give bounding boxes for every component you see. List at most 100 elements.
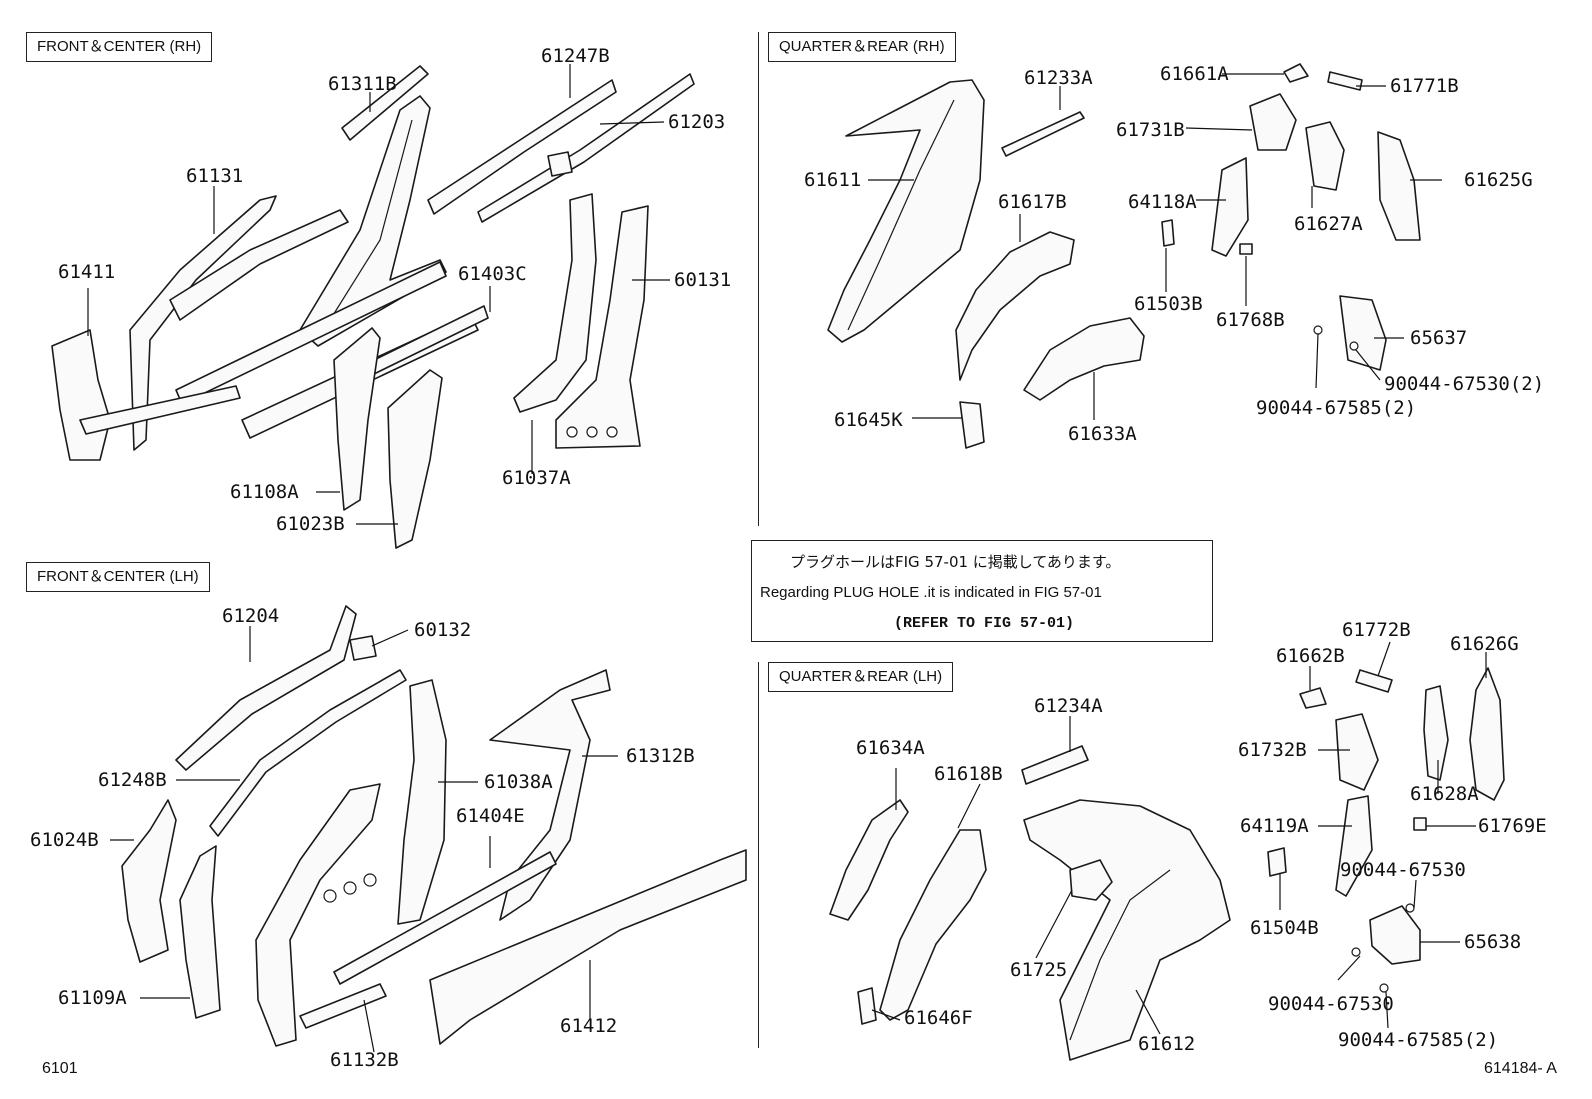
part-shape-61618B xyxy=(879,829,987,1021)
part-shape-61411 xyxy=(51,329,111,461)
part-shape-front-pillar-lh xyxy=(255,783,381,1047)
label-61131: 61131 xyxy=(186,165,243,187)
part-shape-64119A xyxy=(1335,795,1373,897)
part-shape-61645K xyxy=(959,401,985,449)
label-61771B: 61771B xyxy=(1390,75,1459,97)
part-shape-61311B xyxy=(341,65,429,141)
part-shape-61611 xyxy=(827,79,985,343)
label-90044-67530-lower: 90044-67530 xyxy=(1268,993,1394,1015)
label-61646F: 61646F xyxy=(904,1007,973,1029)
part-shape-61203 xyxy=(477,73,695,223)
part-shape-61731B xyxy=(1249,93,1297,151)
label-61626G: 61626G xyxy=(1450,633,1519,655)
part-shape-61132B xyxy=(299,983,387,1029)
label-65638: 65638 xyxy=(1464,931,1521,953)
part-shape-61403C-b xyxy=(369,305,489,375)
part-shape-61108A xyxy=(333,327,381,511)
label-61611: 61611 xyxy=(804,169,861,191)
divider-lower xyxy=(758,662,759,1048)
label-61772B: 61772B xyxy=(1342,619,1411,641)
part-shape-61412 xyxy=(429,849,747,1045)
label-90044-67530-upper: 90044-67530 xyxy=(1340,859,1466,881)
label-90044-67530-2: 90044-67530(2) xyxy=(1384,373,1544,395)
part-shape-61772B xyxy=(1355,669,1393,693)
front-center-rh-parts xyxy=(51,65,695,549)
label-61203: 61203 xyxy=(668,111,725,133)
label-61204: 61204 xyxy=(222,605,279,627)
part-labels: 61311B 61247B 61203 61131 61411 61403C 6… xyxy=(30,45,1547,1071)
label-60131: 60131 xyxy=(674,269,731,291)
label-61412: 61412 xyxy=(560,1015,617,1037)
part-shape-61628A xyxy=(1423,685,1449,781)
label-61618B: 61618B xyxy=(934,763,1003,785)
part-shape-61109A xyxy=(179,845,221,1019)
label-61633A: 61633A xyxy=(1068,423,1137,445)
part-shape-64118A xyxy=(1211,157,1249,257)
part-shape-60131 xyxy=(555,205,649,449)
part-shape-61037A xyxy=(513,193,597,413)
label-61768B: 61768B xyxy=(1216,309,1285,331)
label-65637: 65637 xyxy=(1410,327,1467,349)
part-shape-61131-inner xyxy=(169,209,349,321)
quarter-rear-rh-parts xyxy=(827,63,1421,449)
section-title-quarter-rear-lh: QUARTER＆REAR (LH) xyxy=(768,662,954,692)
part-shape-65638 xyxy=(1369,905,1421,965)
part-shape-61233A xyxy=(1001,111,1085,157)
label-90044-67585-2-rh: 90044-67585(2) xyxy=(1256,397,1416,419)
part-shape-60132 xyxy=(349,635,377,661)
label-61247B: 61247B xyxy=(541,45,610,67)
label-61311B: 61311B xyxy=(328,73,397,95)
part-shape-65637 xyxy=(1339,295,1387,371)
part-shape-61248B xyxy=(209,669,407,837)
label-61731B: 61731B xyxy=(1116,119,1185,141)
label-60132: 60132 xyxy=(414,619,471,641)
label-61312B: 61312B xyxy=(626,745,695,767)
part-shape-61662B xyxy=(1299,687,1327,709)
part-shape-61625G xyxy=(1377,131,1421,241)
part-shape-61234A xyxy=(1021,745,1089,785)
part-shape-61768B xyxy=(1239,243,1253,255)
part-shape-61038A xyxy=(397,679,447,925)
label-61645K: 61645K xyxy=(834,409,903,431)
part-shape-61769E xyxy=(1413,817,1427,831)
label-61625G: 61625G xyxy=(1464,169,1533,191)
part-shape-61312B xyxy=(489,669,611,921)
label-61234A: 61234A xyxy=(1034,695,1103,717)
label-61504B: 61504B xyxy=(1250,917,1319,939)
part-shape-61504B xyxy=(1267,847,1287,877)
label-61732B: 61732B xyxy=(1238,739,1307,761)
label-61627A: 61627A xyxy=(1294,213,1363,235)
part-shape-61732B xyxy=(1335,713,1379,791)
note-english: Regarding PLUG HOLE .it is indicated in … xyxy=(760,584,1102,601)
section-title-quarter-rear-rh: QUARTER＆REAR (RH) xyxy=(768,32,956,62)
plug-hole-note: プラグホールはFIG 57-01 に掲載してあります。 Regarding PL… xyxy=(751,540,1213,642)
label-61411: 61411 xyxy=(58,261,115,283)
label-64118A: 64118A xyxy=(1128,191,1197,213)
part-shape-61661A xyxy=(1283,63,1309,83)
label-61038A: 61038A xyxy=(484,771,553,793)
section-title-front-center-rh: FRONT＆CENTER (RH) xyxy=(26,32,213,62)
part-shape-61633A xyxy=(1023,317,1145,401)
part-shape-61404E xyxy=(333,851,557,985)
note-refer: (REFER TO FIG 57-01) xyxy=(894,615,1075,632)
label-61662B: 61662B xyxy=(1276,645,1345,667)
label-61628A: 61628A xyxy=(1410,783,1479,805)
label-61024B: 61024B xyxy=(30,829,99,851)
part-shape-61247B xyxy=(427,79,617,215)
part-shape-61503B xyxy=(1161,219,1175,247)
label-61233A: 61233A xyxy=(1024,67,1093,89)
part-shape-61024B xyxy=(121,799,177,963)
part-shape-61634A xyxy=(829,799,909,921)
label-61661A: 61661A xyxy=(1160,63,1229,85)
label-61037A: 61037A xyxy=(502,467,571,489)
part-shape-61626G xyxy=(1469,667,1505,801)
part-shape-61023B xyxy=(387,369,443,549)
part-shape-61617B xyxy=(955,231,1075,381)
part-shape-61627A xyxy=(1305,121,1345,191)
label-90044-67585-2-lh: 90044-67585(2) xyxy=(1338,1029,1498,1051)
label-61769E: 61769E xyxy=(1478,815,1547,837)
part-shape-61131 xyxy=(129,195,277,451)
label-64119A: 64119A xyxy=(1240,815,1309,837)
part-shape-61646F xyxy=(857,987,877,1025)
